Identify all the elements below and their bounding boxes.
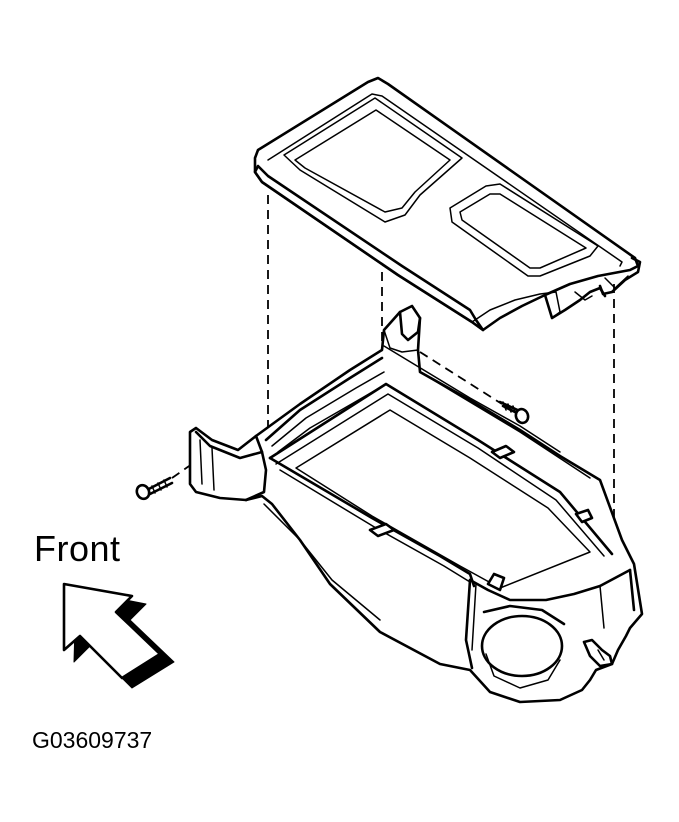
console-base (188, 304, 644, 704)
front-label: Front (34, 528, 121, 569)
screw-icon (498, 400, 530, 425)
front-arrow-icon (62, 582, 175, 689)
cup-holder (480, 614, 564, 678)
screw-path-left (171, 449, 213, 479)
screw-path-right (419, 351, 503, 405)
clip-slot (574, 508, 594, 524)
figure-id: G03609737 (32, 727, 153, 753)
console-lid (253, 76, 642, 332)
clip-slot (490, 444, 516, 460)
clip-slot (368, 522, 396, 538)
screw-icon (135, 476, 174, 501)
